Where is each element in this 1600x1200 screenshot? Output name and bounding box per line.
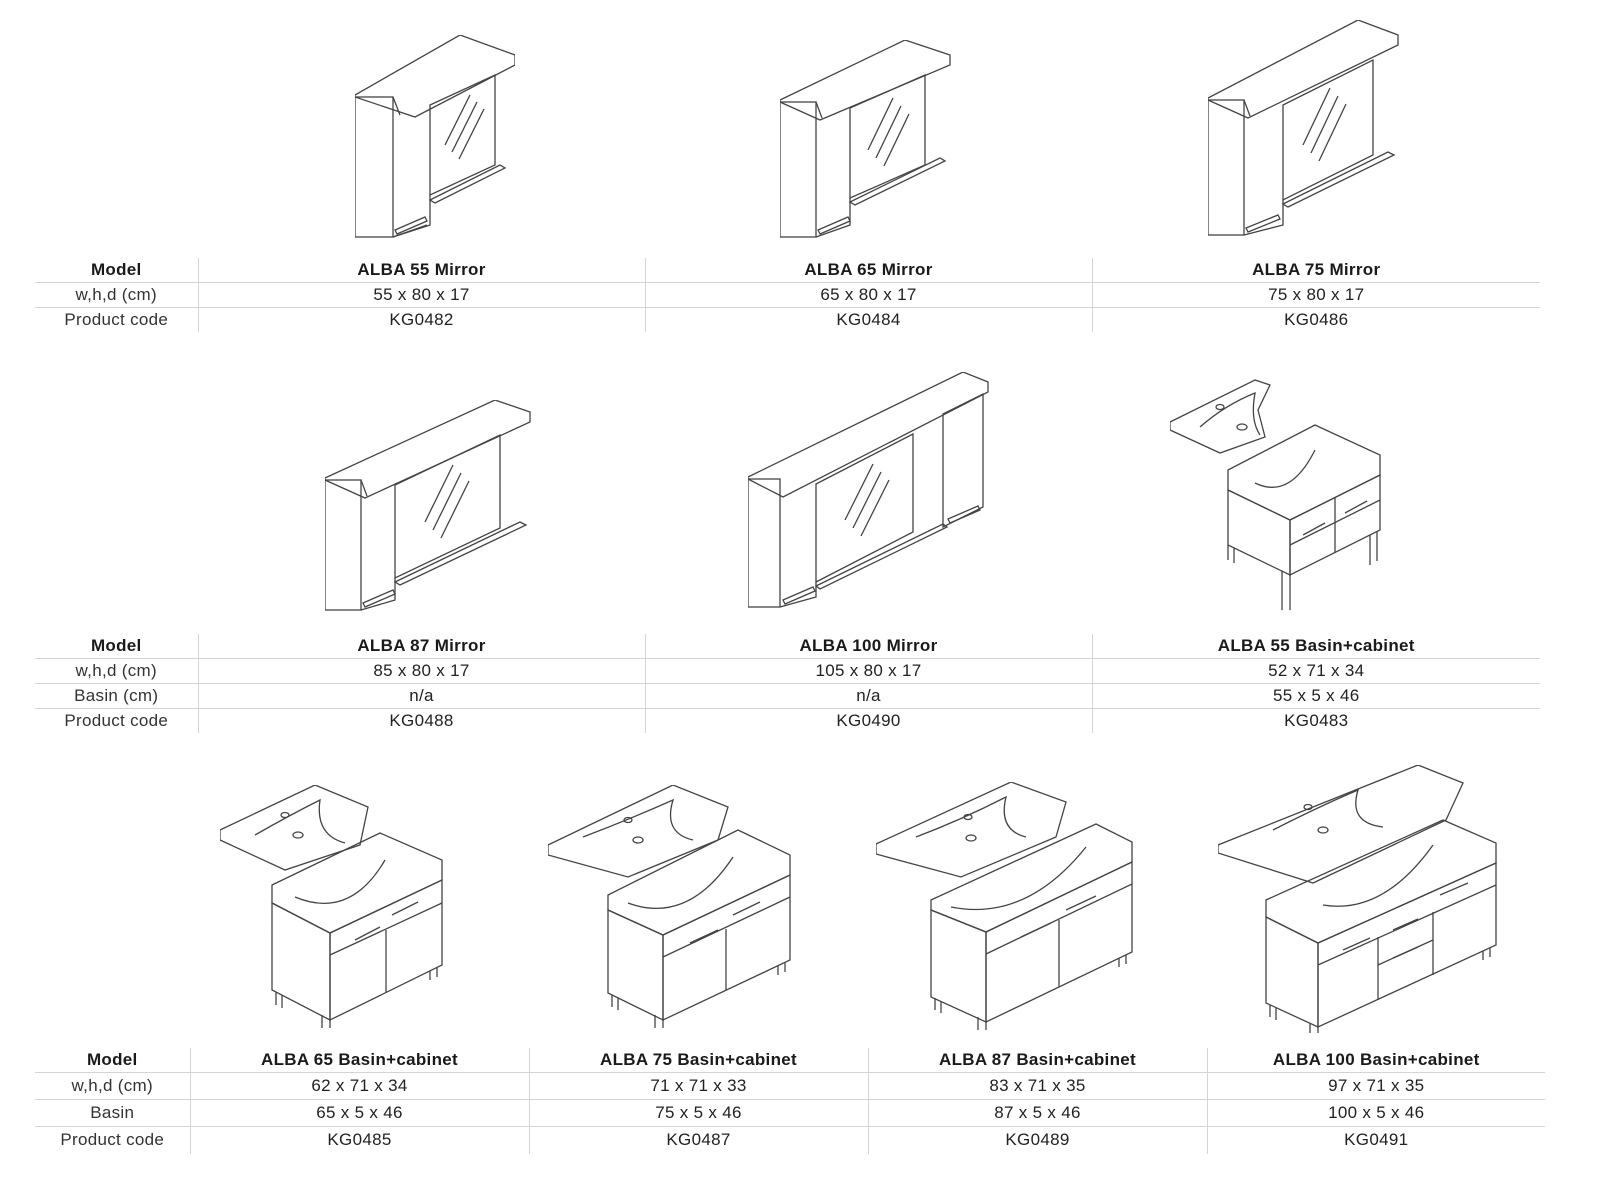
dims-value: 85 x 80 x 17 [197, 658, 645, 684]
dims-value: 97 x 71 x 35 [1206, 1072, 1545, 1100]
basin-row: Basin 65 x 5 x 46 75 x 5 x 46 87 x 5 x 4… [35, 1099, 1545, 1127]
code-row: Product code KG0485 KG0487 KG0489 KG0491 [35, 1126, 1545, 1154]
code-row: Product code KG0488 KG0490 KG0483 [35, 708, 1540, 733]
basin-row: Basin (cm) n/a n/a 55 x 5 x 46 [35, 683, 1540, 709]
dims-value: 62 x 71 x 34 [189, 1072, 529, 1100]
code-value: KG0482 [197, 307, 645, 332]
dims-value: 65 x 80 x 17 [644, 282, 1092, 308]
code-value: KG0488 [197, 708, 645, 733]
basin-value: 65 x 5 x 46 [189, 1099, 529, 1127]
basin-label: Basin [90, 1103, 135, 1122]
basin-value: n/a [644, 683, 1092, 709]
dims-row: w,h,d (cm) 55 x 80 x 17 65 x 80 x 17 75 … [35, 282, 1540, 308]
model-name: ALBA 100 Mirror [644, 634, 1092, 659]
code-value: KG0484 [644, 307, 1092, 332]
basin-value: n/a [197, 683, 645, 709]
code-value: KG0487 [528, 1126, 868, 1154]
dims-label: w,h,d (cm) [75, 285, 157, 304]
model-label: Model [90, 636, 142, 655]
dims-value: 52 x 71 x 34 [1091, 658, 1540, 684]
model-name: ALBA 55 Mirror [197, 258, 645, 283]
code-row: Product code KG0482 KG0484 KG0486 [35, 307, 1540, 332]
dims-value: 75 x 80 x 17 [1091, 282, 1540, 308]
alba-65-basin-cabinet-illustration [220, 785, 450, 1030]
model-name: ALBA 100 Basin+cabinet [1206, 1048, 1545, 1073]
dims-row: w,h,d (cm) 62 x 71 x 34 71 x 71 x 33 83 … [35, 1072, 1545, 1100]
model-label: Model [86, 1050, 138, 1069]
alba-100-basin-cabinet-illustration [1218, 765, 1498, 1035]
model-row: Model ALBA 65 Basin+cabinet ALBA 75 Basi… [35, 1048, 1545, 1073]
dims-label: w,h,d (cm) [71, 1076, 153, 1095]
alba-55-basin-cabinet-illustration [1170, 375, 1390, 615]
model-name: ALBA 75 Mirror [1091, 258, 1540, 283]
model-name: ALBA 65 Basin+cabinet [189, 1048, 529, 1073]
alba-87-mirror-illustration [325, 400, 535, 615]
model-name: ALBA 55 Basin+cabinet [1091, 634, 1540, 659]
model-row: Model ALBA 55 Mirror ALBA 65 Mirror ALBA… [35, 258, 1540, 283]
alba-87-basin-cabinet-illustration [876, 782, 1136, 1032]
code-label: Product code [64, 711, 169, 730]
code-value: KG0483 [1091, 708, 1540, 733]
code-value: KG0485 [189, 1126, 529, 1154]
dims-value: 71 x 71 x 33 [528, 1072, 868, 1100]
alba-75-basin-cabinet-illustration [548, 785, 793, 1030]
dims-value: 55 x 80 x 17 [197, 282, 645, 308]
model-label: Model [90, 260, 142, 279]
spec-table-row3: Model ALBA 65 Basin+cabinet ALBA 75 Basi… [35, 1048, 1545, 1154]
model-name: ALBA 65 Mirror [644, 258, 1092, 283]
basin-value: 100 x 5 x 46 [1206, 1099, 1545, 1127]
alba-55-mirror-illustration [355, 35, 515, 245]
model-name: ALBA 75 Basin+cabinet [528, 1048, 868, 1073]
code-value: KG0489 [867, 1126, 1207, 1154]
dims-label: w,h,d (cm) [75, 661, 157, 680]
alba-100-mirror-illustration [748, 372, 993, 612]
spec-table-row2: Model ALBA 87 Mirror ALBA 100 Mirror ALB… [35, 634, 1540, 733]
code-label: Product code [60, 1130, 165, 1150]
dims-value: 83 x 71 x 35 [867, 1072, 1207, 1100]
code-value: KG0490 [644, 708, 1092, 733]
model-name: ALBA 87 Basin+cabinet [867, 1048, 1207, 1073]
model-name: ALBA 87 Mirror [197, 634, 645, 659]
alba-75-mirror-illustration [1208, 20, 1408, 240]
alba-65-mirror-illustration [780, 40, 960, 245]
basin-value: 75 x 5 x 46 [528, 1099, 868, 1127]
basin-value: 87 x 5 x 46 [867, 1099, 1207, 1127]
code-value: KG0486 [1091, 307, 1540, 332]
basin-label: Basin (cm) [74, 686, 159, 705]
code-label: Product code [64, 310, 169, 329]
model-row: Model ALBA 87 Mirror ALBA 100 Mirror ALB… [35, 634, 1540, 659]
dims-value: 105 x 80 x 17 [644, 658, 1092, 684]
basin-value: 55 x 5 x 46 [1091, 683, 1540, 709]
spec-table-row1: Model ALBA 55 Mirror ALBA 65 Mirror ALBA… [35, 258, 1540, 332]
dims-row: w,h,d (cm) 85 x 80 x 17 105 x 80 x 17 52… [35, 658, 1540, 684]
code-value: KG0491 [1206, 1126, 1545, 1154]
